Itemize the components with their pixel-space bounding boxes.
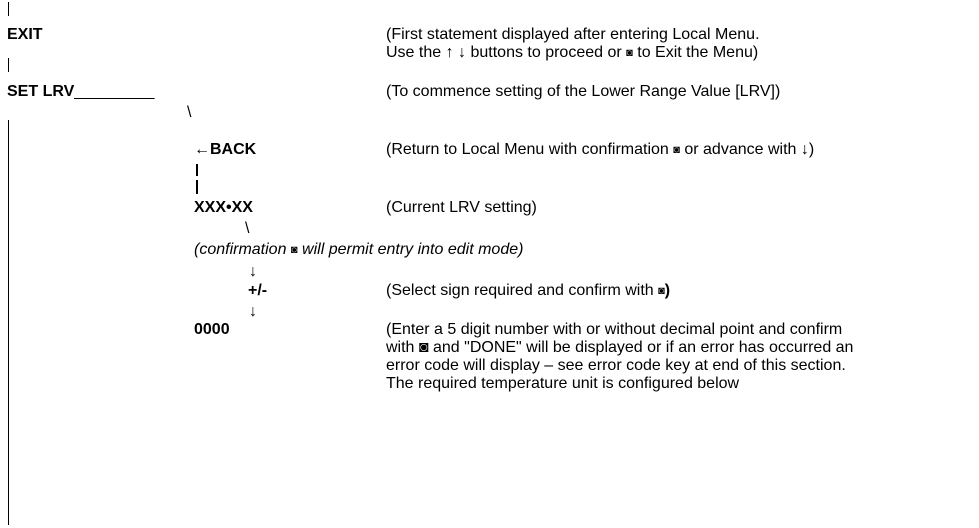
branch-connector xyxy=(196,180,198,194)
confirmation-note: (confirmation ◙ will permit entry into e… xyxy=(194,241,524,258)
down-arrow-icon: ↓ xyxy=(249,303,257,320)
exit-description-line2: Use the ↑ ↓ buttons to proceed or ◙ to E… xyxy=(386,44,759,61)
sign-description: (Select sign required and confirm with ◙… xyxy=(386,282,671,299)
menu-tree-trunk xyxy=(8,58,9,72)
set-lrv-label: SET LRV_________ xyxy=(7,83,155,100)
digit-entry-label: 0000 xyxy=(194,321,230,338)
back-description: (Return to Local Menu with confirmation … xyxy=(386,141,815,158)
digit-entry-description-line3: error code will display – see error code… xyxy=(386,357,846,374)
exit-description-line1: (First statement displayed after enterin… xyxy=(386,26,760,43)
confirm-button-icon: ◙ xyxy=(658,285,665,297)
digit-entry-description-line2: with ◙ and "DONE" will be displayed or i… xyxy=(386,339,854,356)
exit-label: EXIT xyxy=(7,26,43,43)
confirm-button-icon: ◙ xyxy=(290,244,298,256)
down-arrow-icon: ↓ xyxy=(249,263,257,280)
branch-connector: \ xyxy=(187,104,192,121)
current-lrv-description: (Current LRV setting) xyxy=(386,199,537,216)
sign-label: +/- xyxy=(248,282,268,299)
digit-entry-description-line1: (Enter a 5 digit number with or without … xyxy=(386,321,843,338)
confirm-button-icon: ◙ xyxy=(673,144,680,156)
back-label: ←BACK xyxy=(194,141,257,158)
menu-tree-trunk xyxy=(8,120,9,525)
digit-entry-description-line4: The required temperature unit is configu… xyxy=(386,375,740,392)
branch-connector: \ xyxy=(245,220,250,237)
menu-tree-trunk xyxy=(8,2,9,16)
current-lrv-label: XXX•XX xyxy=(194,199,253,216)
confirm-button-icon: ◙ xyxy=(626,47,633,59)
branch-connector xyxy=(196,164,198,176)
set-lrv-description: (To commence setting of the Lower Range … xyxy=(386,83,781,100)
